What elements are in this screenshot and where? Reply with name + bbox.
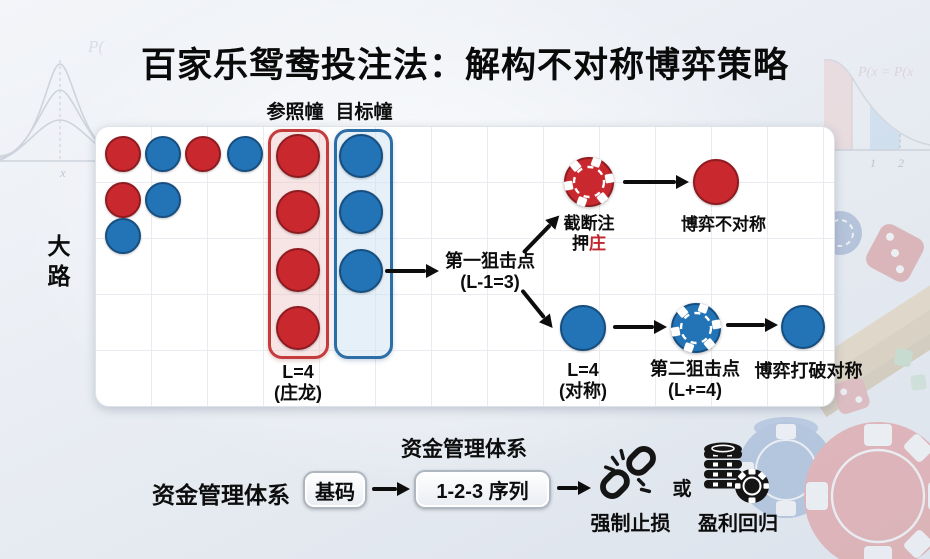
blue-circle	[560, 305, 606, 351]
arrow	[372, 482, 410, 495]
break-symmetry-label: 博弈打破对称	[754, 361, 863, 381]
first-snipe-line2: (L-1=3)	[460, 272, 520, 292]
stop-loss-label: 强制止损	[590, 513, 671, 535]
blue-circle	[339, 134, 383, 178]
base-code-pill: 基码	[303, 471, 367, 509]
arrow	[557, 481, 591, 494]
red-circle	[276, 306, 320, 350]
tick-1-label: 1	[870, 156, 876, 170]
banker-accent-text: 庄	[589, 234, 606, 253]
big-road-label: 大路	[44, 234, 70, 294]
blue-poker-chip-icon	[670, 303, 722, 353]
asymmetry-result-label: 博弈不对称	[681, 215, 766, 234]
chip-stack-icon	[704, 442, 769, 503]
red-circle	[276, 248, 320, 292]
money-system-label: 资金管理体系	[152, 482, 290, 508]
blue-circle	[145, 182, 181, 218]
first-snipe-label: 第一狙击点 (L-1=3)	[440, 251, 540, 293]
blue-circle	[781, 305, 825, 349]
arrow	[613, 320, 667, 333]
symmetry-line2: (对称)	[559, 381, 607, 401]
second-snipe-label: 第二狙击点 (L+=4)	[645, 359, 745, 401]
arrow	[385, 264, 439, 277]
second-snipe-line2: (L+=4)	[667, 380, 723, 400]
symmetry-node-label: L=4 (对称)	[533, 360, 633, 402]
reference-column-label: 参照幢	[266, 102, 324, 123]
or-label: 或	[672, 479, 692, 500]
red-poker-chip-icon	[563, 157, 615, 207]
banker-dragon-line1: L=4	[282, 362, 314, 382]
axis-x-label: x	[59, 165, 66, 180]
blue-circle	[227, 136, 263, 172]
page-title: 百家乐鸳鸯投注法：解构不对称博弈策略	[140, 46, 789, 86]
arrow	[623, 175, 689, 188]
bet-prefix-text: 押	[572, 234, 589, 253]
money-system-heading: 资金管理体系	[401, 438, 527, 461]
symmetry-line1: L=4	[567, 360, 599, 380]
red-circle	[276, 134, 320, 178]
banker-dragon-caption: L=4 (庄龙)	[248, 362, 348, 404]
broken-chain-icon	[600, 446, 656, 499]
target-column-label: 目标幢	[335, 102, 393, 123]
big-road-grid	[96, 127, 834, 406]
blue-circle	[145, 136, 181, 172]
red-circle	[276, 190, 320, 234]
blue-circle	[105, 218, 141, 254]
red-circle	[105, 182, 141, 218]
blue-circle	[339, 249, 383, 293]
sequence-pill: 1-2-3 序列	[414, 470, 551, 509]
red-circle	[105, 136, 141, 172]
tick-2-label: 2	[898, 156, 904, 170]
cut-bet-label: 截断注 押庄	[539, 214, 639, 254]
cut-bet-line2: 押庄	[539, 234, 639, 254]
red-circle	[693, 159, 739, 205]
first-snipe-line1: 第一狙击点	[445, 251, 535, 271]
blue-circle	[339, 190, 383, 234]
arrow	[726, 318, 778, 331]
profit-return-label: 盈利回归	[698, 513, 778, 535]
red-circle	[185, 136, 221, 172]
big-road-panel: 第一狙击点 (L-1=3) 截断注 押庄 博弈不对称 L=4 (对称) 第二狙击…	[95, 126, 863, 407]
second-snipe-line1: 第二狙击点	[650, 359, 740, 379]
cut-bet-line1: 截断注	[563, 214, 615, 233]
banker-dragon-line2: (庄龙)	[274, 383, 322, 403]
